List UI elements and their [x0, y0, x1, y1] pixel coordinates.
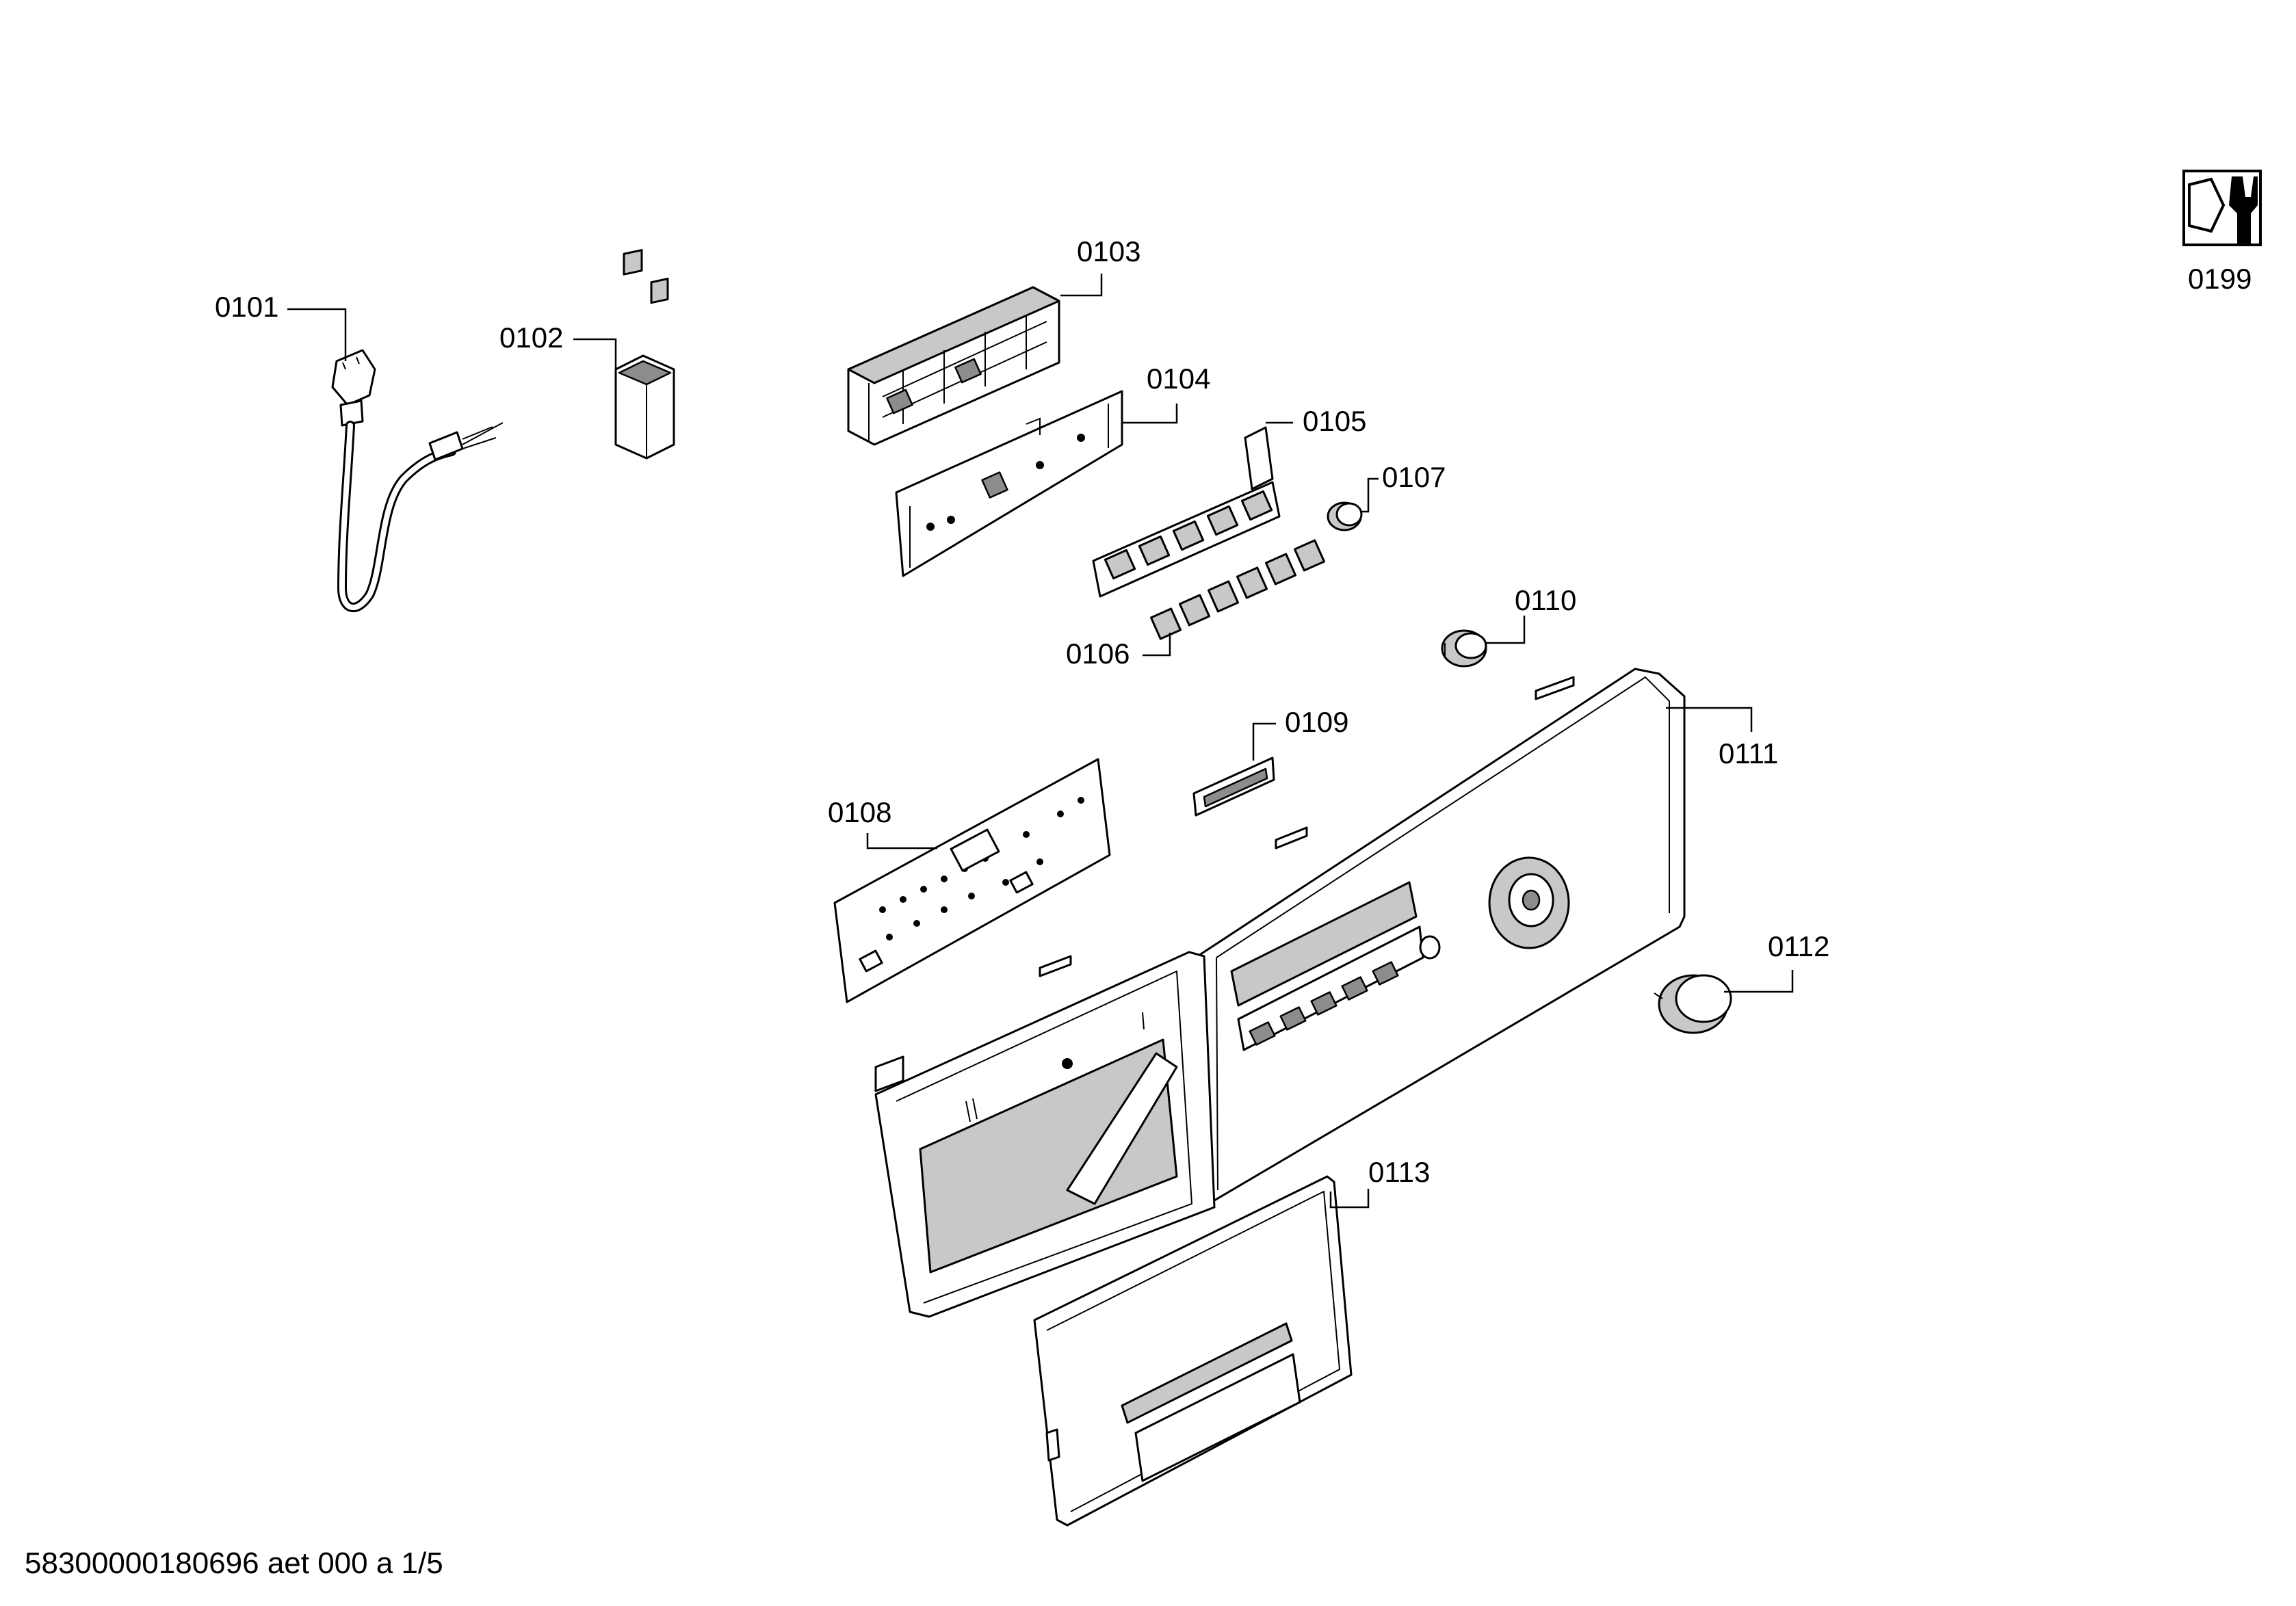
leader-0107 [1360, 477, 1379, 513]
part-label-0103[interactable]: 0103 [1077, 235, 1140, 267]
part-0102-interference-filter[interactable] [614, 249, 675, 460]
part-label-0101[interactable]: 0101 [215, 291, 278, 323]
part-label-0112[interactable]: 0112 [1768, 930, 1829, 962]
part-0101-power-cord[interactable] [331, 349, 504, 613]
leader-0110 [1486, 616, 1526, 644]
part-label-0102[interactable]: 0102 [499, 321, 563, 354]
part-0109-display-window[interactable] [1192, 756, 1275, 817]
leader-0109 [1252, 722, 1276, 761]
part-0104-control-board[interactable] [895, 390, 1123, 577]
part-label-0199[interactable]: 0199 [2188, 263, 2252, 295]
part-label-0105[interactable]: 0105 [1303, 405, 1366, 437]
leader-0101 [287, 308, 347, 361]
part-label-0108[interactable]: 0108 [828, 796, 891, 828]
part-0107-small-cap[interactable] [1327, 501, 1363, 531]
leader-0111 [1666, 707, 1753, 732]
part-0110-selector-ring[interactable] [1441, 629, 1487, 668]
part-label-0109[interactable]: 0109 [1285, 706, 1348, 738]
part-0106-push-buttons[interactable] [1149, 539, 1326, 640]
leader-0112 [1724, 970, 1794, 993]
part-label-0113[interactable]: 0113 [1368, 1156, 1430, 1188]
drawer-housing [874, 951, 1216, 1318]
wrench-nut-icon[interactable] [2182, 170, 2262, 246]
part-0113-drawer-handle[interactable] [1033, 1175, 1353, 1527]
part-0105-key-carrier[interactable] [1092, 426, 1281, 598]
part-label-0107[interactable]: 0107 [1382, 461, 1446, 493]
document-code: 58300000180696 aet 000 a 1/5 [25, 1546, 443, 1580]
leader-0106 [1143, 633, 1171, 657]
part-label-0106[interactable]: 0106 [1066, 637, 1130, 670]
part-0111-control-panel[interactable] [1039, 668, 1686, 1202]
part-0103-module-housing[interactable] [847, 286, 1060, 446]
part-0112-program-knob[interactable] [1654, 974, 1732, 1034]
part-label-0104[interactable]: 0104 [1147, 363, 1210, 395]
leader-0102 [573, 338, 617, 369]
leader-0104 [1122, 404, 1178, 424]
part-label-0110[interactable]: 0110 [1515, 584, 1576, 616]
leader-0113 [1329, 1189, 1370, 1209]
leader-0103 [1060, 274, 1103, 297]
part-0108-display-board[interactable] [833, 758, 1111, 1003]
leader-0108 [866, 833, 937, 850]
part-label-0111[interactable]: 0111 [1719, 737, 1778, 769]
